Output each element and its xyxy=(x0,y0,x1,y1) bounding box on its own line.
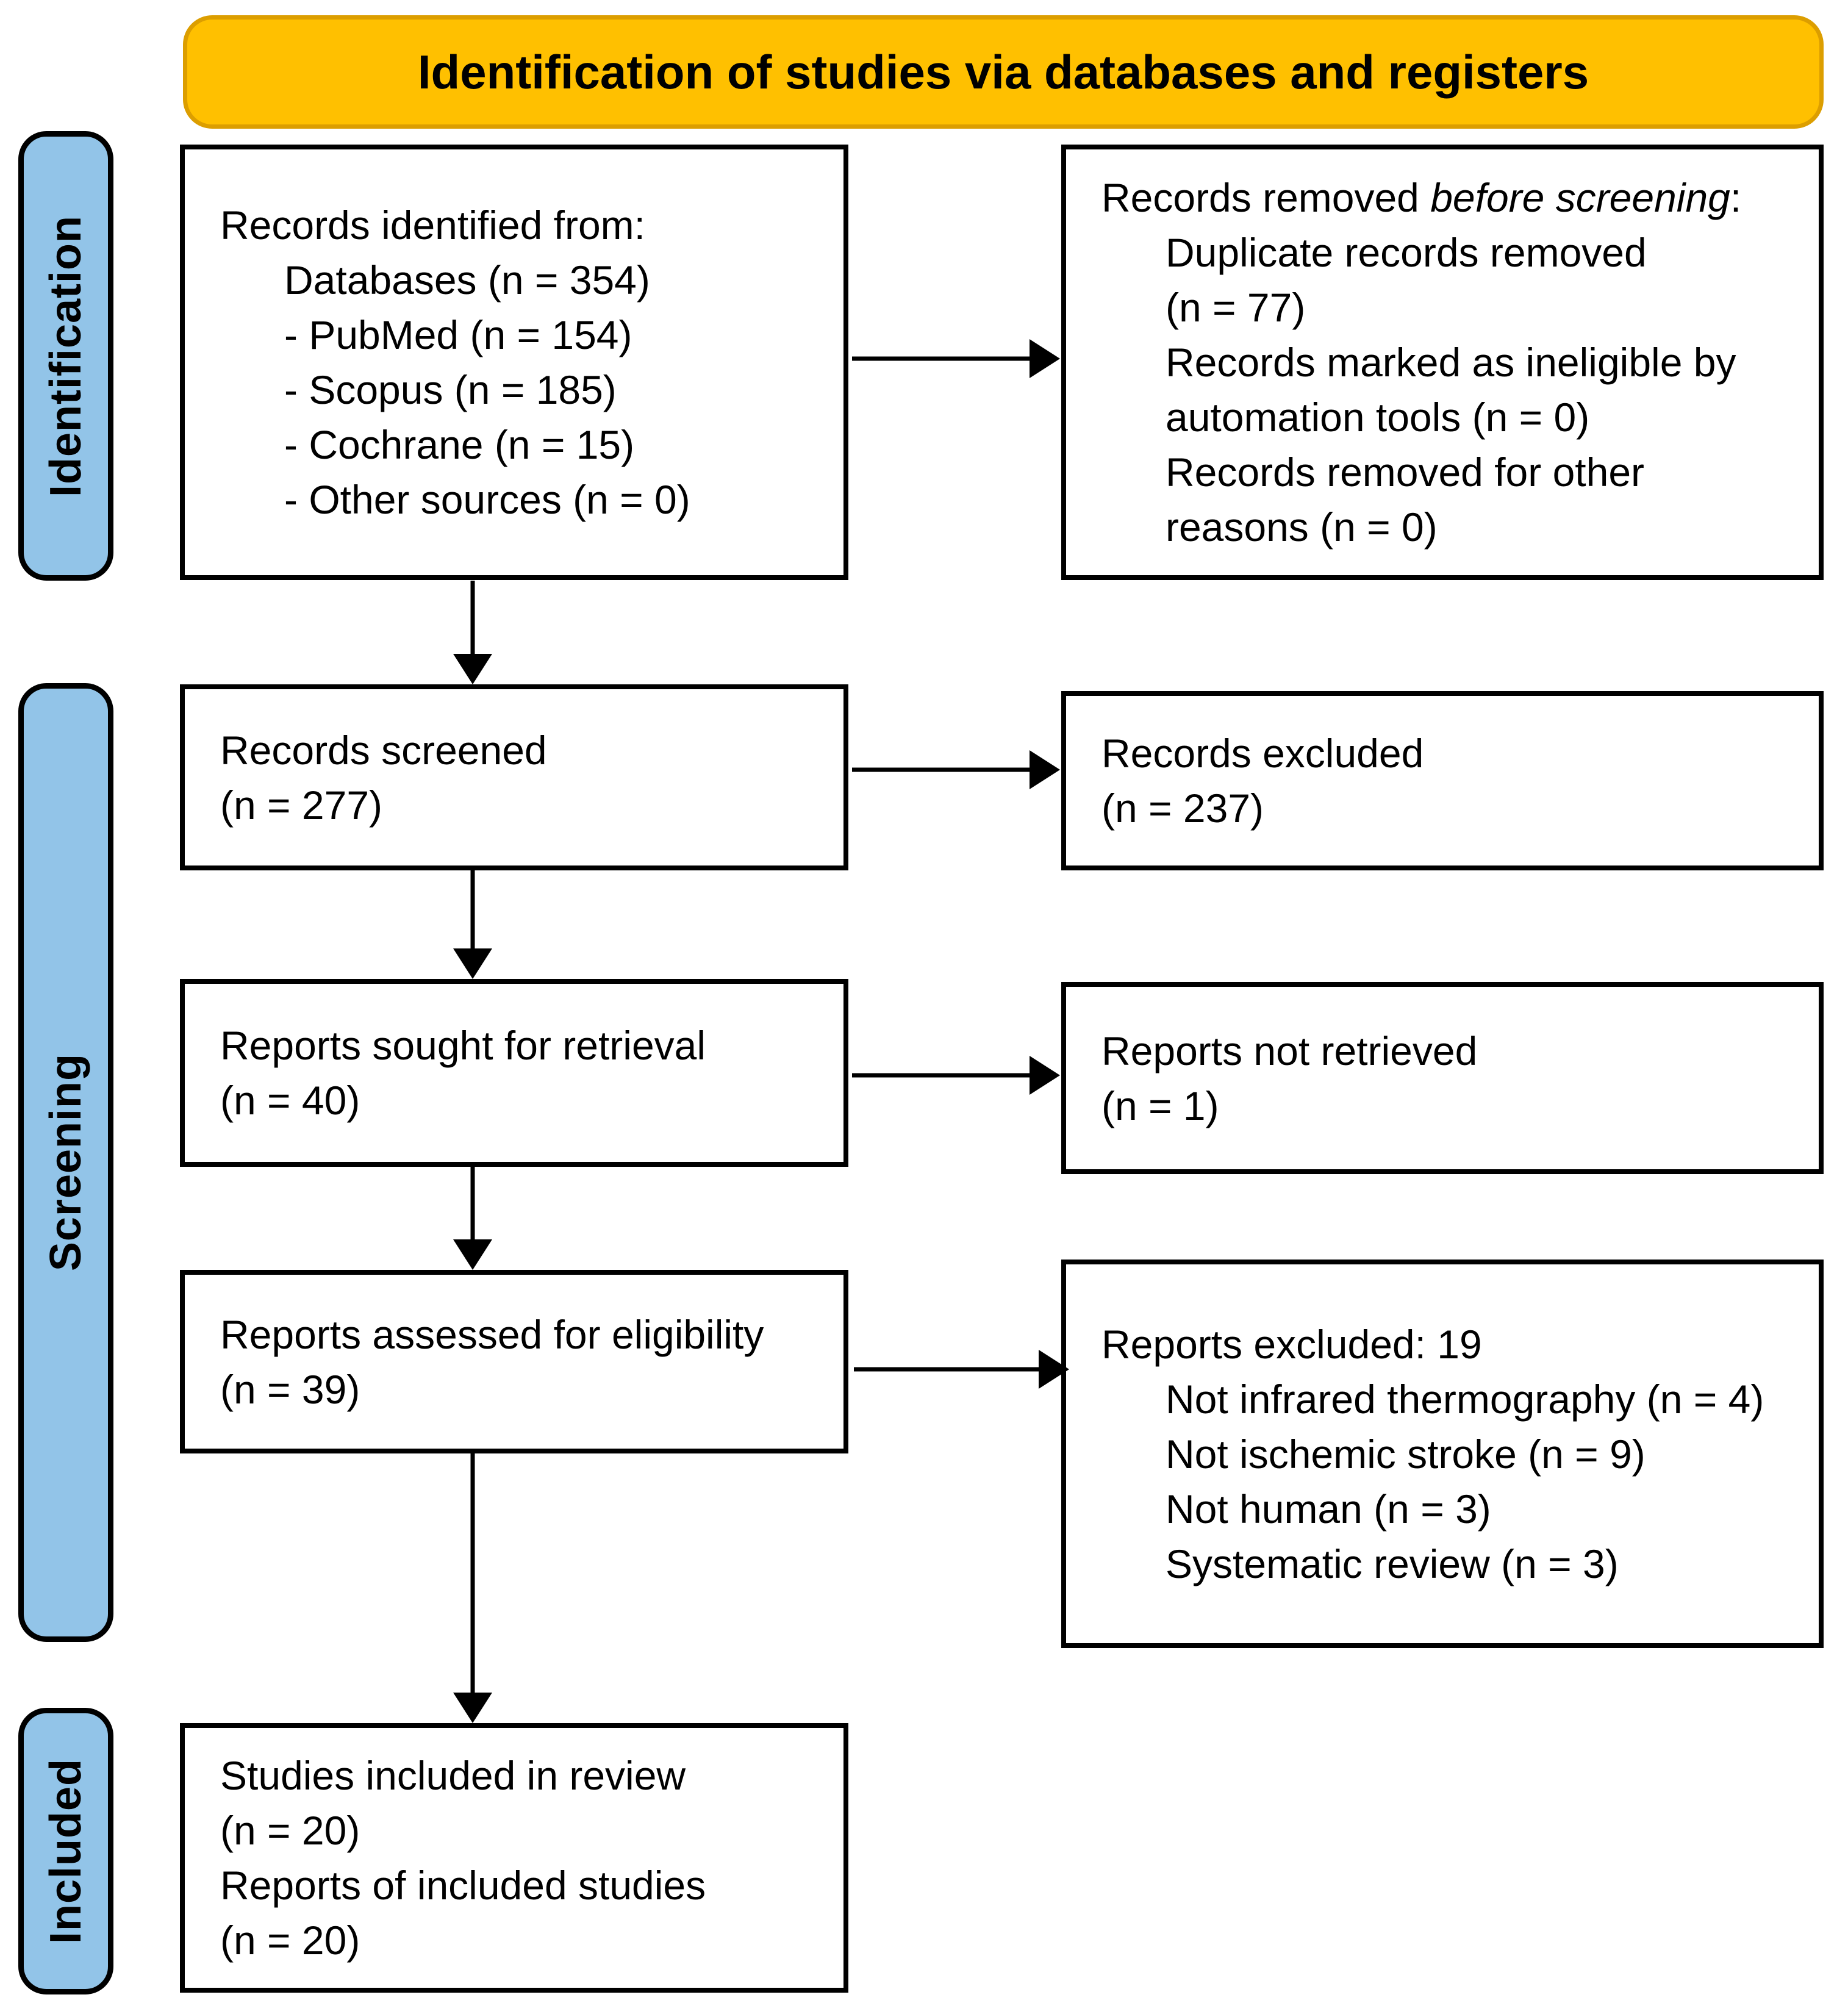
box-reports-excluded-reasons: Reports excluded: 19 Not infrared thermog… xyxy=(1061,1260,1824,1648)
arrow-head-right-icon xyxy=(1030,1056,1060,1095)
arrow-shaft xyxy=(852,767,1033,772)
arrow-head-right-icon xyxy=(1039,1350,1069,1389)
box-text-line: Not human (n = 3) xyxy=(1166,1486,1491,1532)
box-text-line: Records removed for other xyxy=(1166,450,1645,495)
box-text-line: (n = 20) xyxy=(220,1918,360,1963)
box-records-removed-before-screening: Records removed before screening: Duplica… xyxy=(1061,145,1824,580)
box-text-line: Records removed before screening: xyxy=(1101,175,1742,220)
box-records-identified: Records identified from: Databases (n = 3… xyxy=(180,145,848,580)
box-reports-assessed-for-eligibility: Reports assessed for eligibility (n = 39) xyxy=(180,1270,848,1453)
box-text-line: - Cochrane (n = 15) xyxy=(284,422,635,467)
box-text-line: (n = 20) xyxy=(220,1808,360,1853)
arrow-down-assessed-to-included xyxy=(453,1453,492,1723)
arrow-right-sought-to-not-retrieved xyxy=(852,1056,1060,1095)
arrow-head-down-icon xyxy=(453,1239,492,1270)
arrow-right-identified-to-removed xyxy=(852,339,1060,378)
stage-label-screening: Screening xyxy=(18,683,113,1642)
arrow-shaft xyxy=(470,581,475,658)
stage-label-included-text: Included xyxy=(41,1758,90,1944)
stage-label-identification-text: Identification xyxy=(41,215,90,497)
arrow-head-right-icon xyxy=(1030,750,1060,789)
arrow-right-assessed-to-excluded xyxy=(854,1350,1069,1389)
box-text-line: (n = 1) xyxy=(1101,1083,1219,1128)
box-text-line: (n = 39) xyxy=(220,1366,360,1412)
box-text-line: (n = 277) xyxy=(220,782,382,828)
arrow-shaft xyxy=(854,1367,1042,1372)
arrow-shaft xyxy=(470,1167,475,1243)
box-text-line: reasons (n = 0) xyxy=(1166,504,1438,550)
box-text-line: automation tools (n = 0) xyxy=(1166,395,1590,440)
box-reports-not-retrieved: Reports not retrieved (n = 1) xyxy=(1061,982,1824,1174)
box-text-line: Records identified from: xyxy=(220,202,645,248)
arrow-shaft xyxy=(470,870,475,952)
box-text-line: Databases (n = 354) xyxy=(284,257,650,303)
box-text-line: Records screened xyxy=(220,727,547,773)
box-text-line: (n = 40) xyxy=(220,1078,360,1123)
box-reports-sought-for-retrieval: Reports sought for retrieval (n = 40) xyxy=(180,979,848,1167)
arrow-down-sought-to-assessed xyxy=(453,1167,492,1270)
arrow-right-screened-to-excluded xyxy=(852,750,1060,789)
box-text-line: Not infrared thermography (n = 4) xyxy=(1166,1376,1764,1422)
arrow-shaft xyxy=(852,1073,1033,1078)
box-text-line: Reports assessed for eligibility xyxy=(220,1311,764,1357)
box-text-line: Duplicate records removed xyxy=(1166,230,1647,275)
box-records-excluded: Records excluded (n = 237) xyxy=(1061,691,1824,870)
arrow-head-down-icon xyxy=(453,948,492,979)
box-text-line: Studies included in review xyxy=(220,1753,686,1798)
arrow-head-down-icon xyxy=(453,1693,492,1723)
box-text-line: Not ischemic stroke (n = 9) xyxy=(1166,1431,1646,1477)
box-text-line: Records excluded xyxy=(1101,731,1424,776)
arrow-down-identified-to-screened xyxy=(453,581,492,684)
stage-label-screening-text: Screening xyxy=(41,1053,90,1272)
box-text-line: (n = 237) xyxy=(1101,786,1264,831)
box-text-line: (n = 77) xyxy=(1166,285,1306,330)
box-text-line: Reports not retrieved xyxy=(1101,1028,1478,1073)
box-text-line: - Other sources (n = 0) xyxy=(284,477,690,522)
box-text-line: Reports excluded: 19 xyxy=(1101,1321,1482,1367)
stage-label-included: Included xyxy=(18,1708,113,1994)
box-text-line: - Scopus (n = 185) xyxy=(284,367,617,412)
arrow-down-screened-to-sought xyxy=(453,870,492,979)
box-text-line: Records marked as ineligible by xyxy=(1166,340,1736,385)
arrow-head-down-icon xyxy=(453,654,492,684)
box-records-screened: Records screened (n = 277) xyxy=(180,684,848,870)
box-text-line: Systematic review (n = 3) xyxy=(1166,1541,1619,1586)
box-text-line: Reports sought for retrieval xyxy=(220,1023,706,1068)
box-studies-included-in-review: Studies included in review (n = 20) Report… xyxy=(180,1723,848,1993)
arrow-shaft xyxy=(852,356,1033,361)
box-text-line: - PubMed (n = 154) xyxy=(284,312,632,357)
diagram-title: Identification of studies via databases … xyxy=(417,45,1589,99)
stage-label-identification: Identification xyxy=(18,131,113,581)
arrow-shaft xyxy=(470,1453,475,1696)
diagram-title-banner: Identification of studies via databases … xyxy=(183,15,1824,129)
arrow-head-right-icon xyxy=(1030,339,1060,378)
box-text-line: Reports of included studies xyxy=(220,1863,706,1908)
